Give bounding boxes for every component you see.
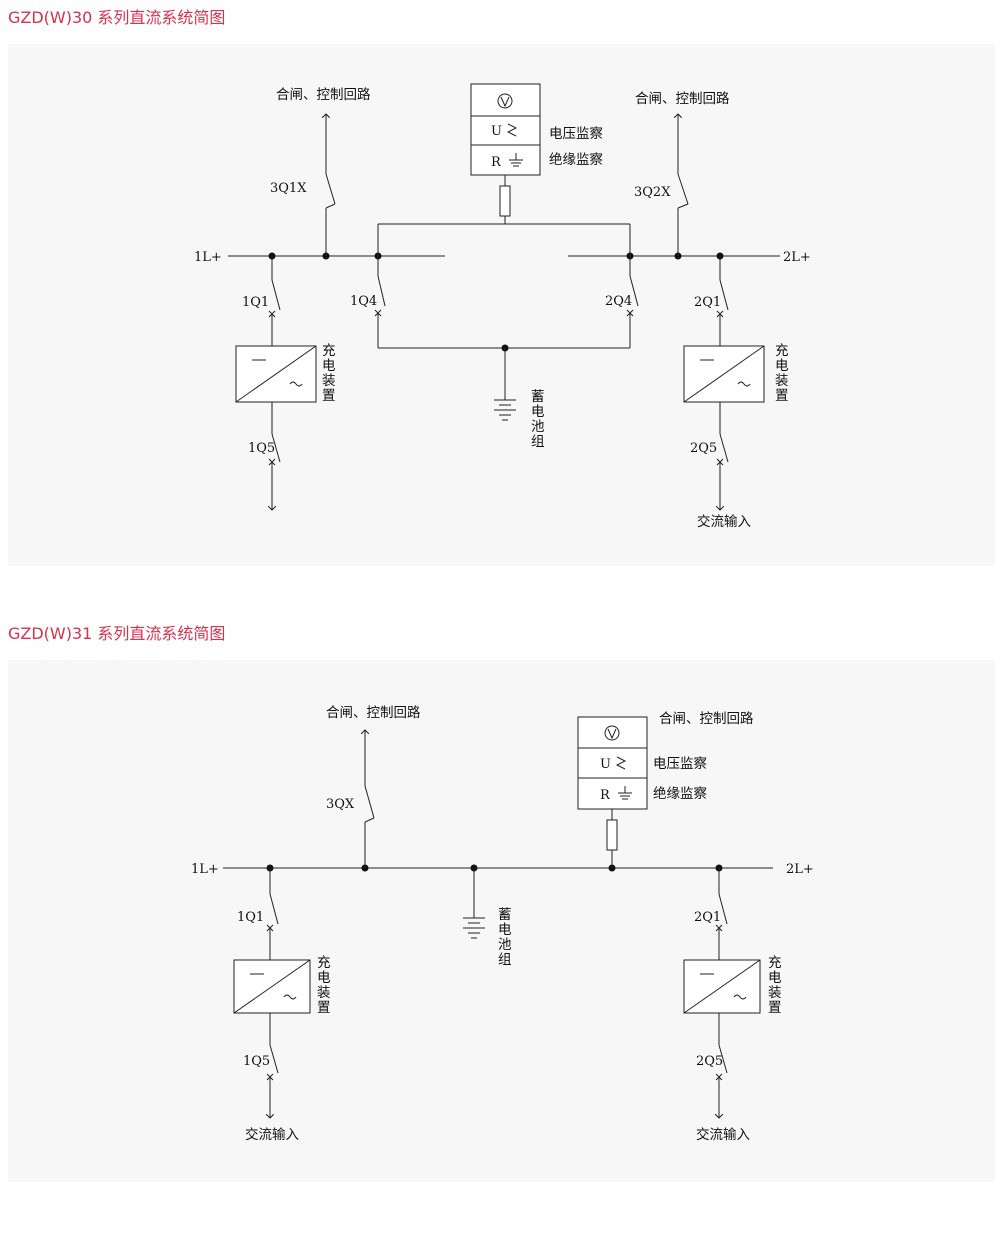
switch-1q5-label: 1Q5	[248, 441, 275, 456]
ground-icon	[618, 786, 632, 800]
charger-left-c3: 装	[317, 985, 331, 1001]
switch-3qx-label: 3QX	[326, 797, 355, 812]
diagram2-title: GZD(W)31 系列直流系统简图	[8, 624, 226, 643]
battery-c4: 组	[531, 434, 545, 450]
fuse	[606, 819, 618, 851]
closing-control-left: 合闸、控制回路	[326, 705, 421, 721]
diagram2-svg: 1L+ 2L+ 3QX 合闸、控制回路 蓄 电 池 组 U R 合闸、控制回路 …	[191, 705, 814, 1143]
monitor-unit	[470, 83, 541, 176]
closing-control-left: 合闸、控制回路	[276, 87, 371, 103]
voltage-monitor-label: 电压监察	[549, 125, 603, 142]
charger-right-c3: 装	[768, 985, 782, 1001]
charger-right-c4: 置	[768, 1000, 782, 1016]
switch-1q5-label: 1Q5	[243, 1054, 270, 1069]
diagram2-panel: 1L+ 2L+ 3QX 合闸、控制回路 蓄 电 池 组 U R 合闸、控制回路 …	[8, 660, 995, 1182]
closing-control-right: 合闸、控制回路	[659, 711, 754, 727]
bus-2l-label: 2L+	[786, 862, 814, 877]
charger-right-c2: 电	[768, 970, 782, 986]
bus-1l-label: 1L+	[191, 862, 219, 877]
battery-c2: 电	[498, 922, 512, 938]
battery-c3: 池	[531, 419, 545, 435]
diagram1-title: GZD(W)30 系列直流系统简图	[8, 8, 226, 27]
charger-left-c3: 装	[322, 373, 336, 389]
charger-left-c4: 置	[322, 388, 336, 404]
switch-1q1-label: 1Q1	[242, 295, 269, 310]
voltage-monitor-label: 电压监察	[653, 755, 707, 772]
charger-right-c4: 置	[775, 388, 789, 404]
charger-right-c1: 充	[768, 955, 782, 971]
monitor-unit	[577, 716, 648, 810]
insulation-monitor-label: 绝缘监察	[549, 151, 603, 168]
charger-left-c1: 充	[317, 955, 331, 971]
battery-c4: 组	[498, 952, 512, 968]
monitor-r-label: R	[600, 788, 611, 803]
switch-2q1-label: 2Q1	[694, 295, 721, 310]
insulation-monitor-label: 绝缘监察	[653, 785, 707, 802]
diagram1-svg: 1L+ 2L+ U R 电压监察 绝缘监察 3Q1X 合闸、控制回路 3Q2X …	[194, 83, 811, 530]
charger-left-c2: 电	[322, 358, 336, 374]
ac-input-right: 交流输入	[697, 513, 751, 530]
battery-icon	[494, 399, 516, 421]
battery-c1: 蓄	[498, 907, 512, 923]
ac-input-left: 交流输入	[245, 1126, 299, 1143]
ground-icon	[509, 153, 523, 167]
switch-1q1-label: 1Q1	[237, 910, 264, 925]
switch-2q5-label: 2Q5	[690, 441, 717, 456]
charger-right-c2: 电	[775, 358, 789, 374]
switch-1q4-label: 1Q4	[350, 294, 377, 309]
battery-icon	[463, 917, 485, 939]
voltage-relay-icon	[615, 756, 627, 770]
charger-right-c3: 装	[775, 373, 789, 389]
closing-control-right: 合闸、控制回路	[635, 91, 730, 107]
voltmeter-icon	[604, 725, 620, 741]
fuse	[499, 185, 511, 217]
monitor-r-label: R	[491, 155, 502, 170]
voltage-relay-icon	[506, 123, 518, 137]
switch-2q4-label: 2Q4	[605, 294, 632, 309]
switch-2q1-label: 2Q1	[694, 910, 721, 925]
battery-c2: 电	[531, 404, 545, 420]
monitor-u-label: U	[600, 757, 611, 772]
ac-input-right: 交流输入	[696, 1126, 750, 1143]
switch-2q5-label: 2Q5	[696, 1054, 723, 1069]
switch-3q1x-label: 3Q1X	[270, 181, 307, 196]
monitor-u-label: U	[491, 124, 502, 139]
bus-1l-label: 1L+	[194, 250, 222, 265]
voltmeter-icon	[497, 93, 513, 109]
bus-2l-label: 2L+	[783, 250, 811, 265]
battery-c3: 池	[498, 937, 512, 953]
diagram1-panel: 1L+ 2L+ U R 电压监察 绝缘监察 3Q1X 合闸、控制回路 3Q2X …	[8, 44, 995, 566]
switch-3q2x-label: 3Q2X	[634, 185, 671, 200]
charger-right-c1: 充	[775, 343, 789, 359]
battery-c1: 蓄	[531, 389, 545, 405]
charger-left-c2: 电	[317, 970, 331, 986]
charger-left-c1: 充	[322, 343, 336, 359]
switch-blade	[325, 203, 336, 209]
charger-left-c4: 置	[317, 1000, 331, 1016]
